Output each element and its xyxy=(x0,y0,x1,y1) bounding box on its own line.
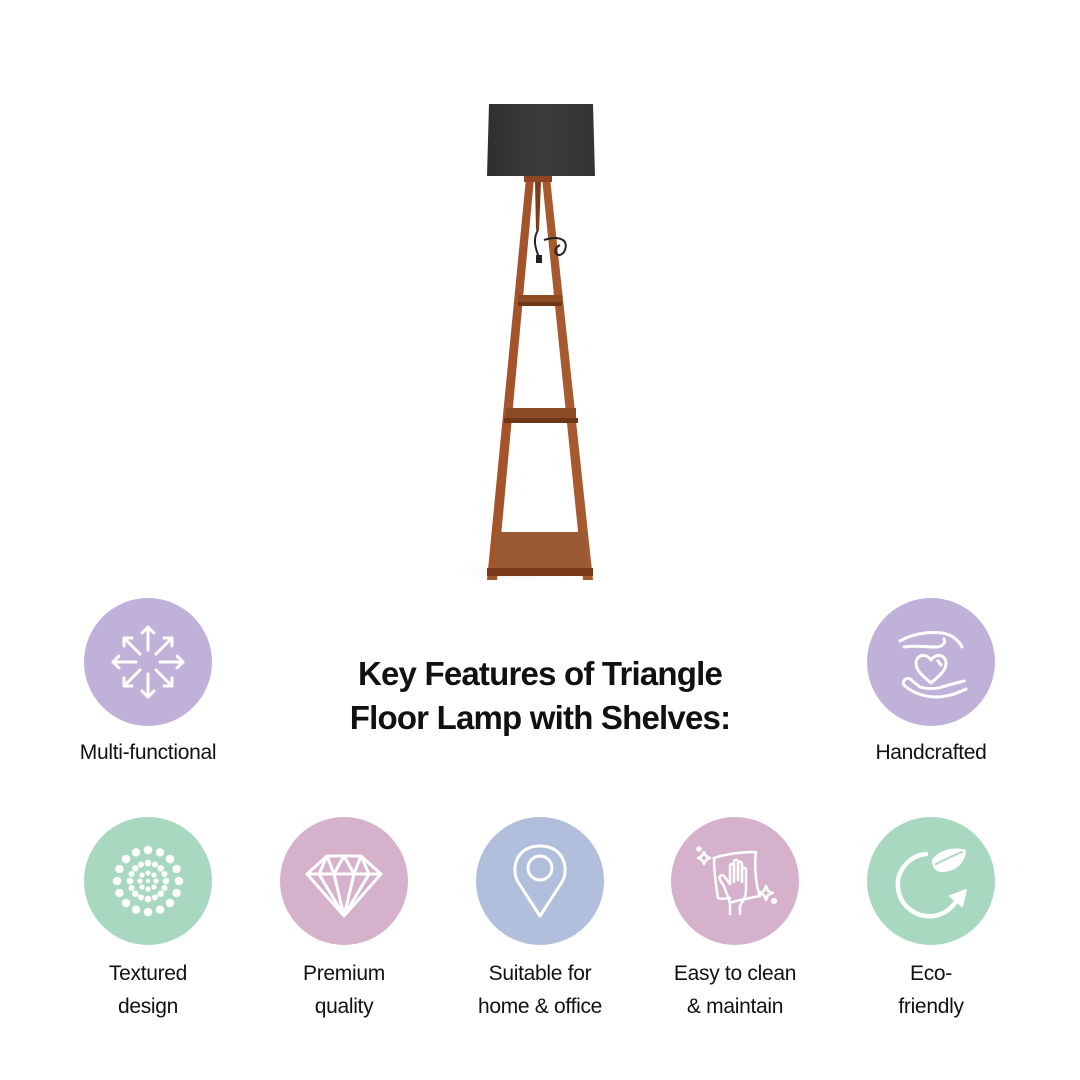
feature-eco-friendly: Eco- friendly xyxy=(831,817,1031,1023)
feature-textured-design: Textured design xyxy=(48,817,248,1023)
feature-label: Premium quality xyxy=(303,962,385,1018)
feature-icon-circle xyxy=(84,817,212,945)
feature-handcrafted: Handcrafted xyxy=(831,598,1031,769)
cleaning-hand-icon xyxy=(696,846,778,916)
feature-icon-circle xyxy=(84,598,212,726)
title-line-2: Floor Lamp with Shelves: xyxy=(349,699,731,736)
feature-label: Suitable for home & office xyxy=(477,962,603,1018)
feature-label: Textured design xyxy=(108,962,188,1018)
feature-icon-circle xyxy=(280,817,408,945)
feature-icon-circle xyxy=(476,817,604,945)
eco-recycle-leaf-icon xyxy=(895,848,967,919)
feature-label: Eco- friendly xyxy=(898,962,964,1018)
feature-premium-quality: Premium quality xyxy=(244,817,444,1023)
feature-home-office: Suitable for home & office xyxy=(440,817,640,1023)
dots-pattern-icon xyxy=(112,845,184,917)
lamp-product-image xyxy=(440,90,640,590)
arrows-outward-icon xyxy=(111,625,185,699)
feature-multi-functional: Multi-functional xyxy=(48,598,248,769)
title-line-1: Key Features of Triangle xyxy=(357,655,723,692)
feature-label: Handcrafted xyxy=(875,741,987,764)
feature-icon-circle xyxy=(867,598,995,726)
feature-label: Multi-functional xyxy=(79,741,217,764)
feature-label: Easy to clean & maintain xyxy=(673,962,797,1018)
location-pin-icon xyxy=(513,844,567,918)
feature-icon-circle xyxy=(671,817,799,945)
page-title: Key Features of Triangle Floor Lamp with… xyxy=(290,652,790,740)
feature-icon-circle xyxy=(867,817,995,945)
hands-heart-icon xyxy=(898,631,968,699)
feature-easy-clean: Easy to clean & maintain xyxy=(635,817,835,1023)
diamond-icon xyxy=(305,854,383,918)
